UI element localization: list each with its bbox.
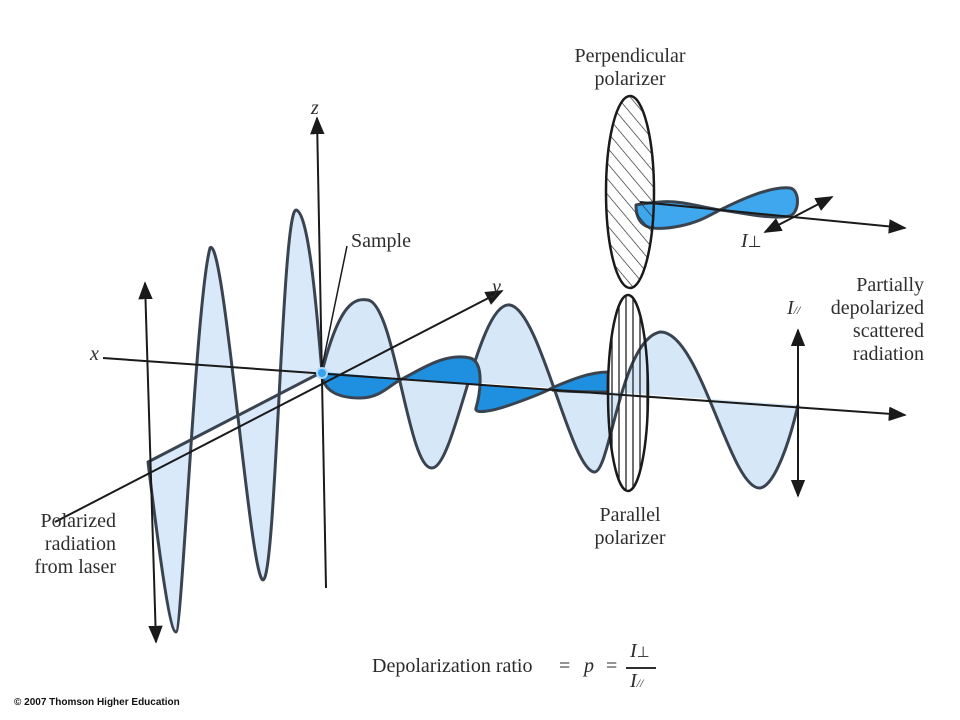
- scattered-line4: radiation: [852, 343, 924, 365]
- formula-p: p: [584, 655, 594, 677]
- perpendicular-polarizer: [604, 94, 656, 290]
- copyright-notice: © 2007 Thomson Higher Education: [14, 697, 180, 708]
- parallel-polarizer: [606, 293, 650, 493]
- parallel-polarizer-label: Parallel polarizer: [560, 504, 700, 550]
- perpendicular-wave: [634, 186, 799, 230]
- formula-den-sub: //: [636, 676, 644, 690]
- scattered-line1: Partially: [856, 274, 924, 296]
- laser-line1: Polarized: [40, 510, 116, 532]
- z-axis-label: z: [311, 97, 319, 119]
- formula-text: Depolarization ratio: [372, 655, 533, 677]
- formula-numerator: I⊥: [630, 640, 650, 663]
- i-perp-arrow: [763, 196, 834, 233]
- scattered-horizontal-wave: [320, 355, 610, 414]
- depolarization-formula: Depolarization ratio = p = I⊥ I//: [372, 640, 672, 696]
- formula-num-sub: ⊥: [636, 645, 650, 661]
- z-axis: [310, 116, 327, 589]
- y-axis: [54, 290, 504, 523]
- formula-fraction-bar: [626, 667, 656, 669]
- perpendicular-polarizer-label: Perpendicular polarizer: [540, 45, 720, 91]
- scattered-radiation-label: Partially depolarized scattered radiatio…: [800, 274, 924, 366]
- sample-dot: [316, 367, 328, 379]
- parallel-polarizer-line1: Parallel: [599, 504, 661, 526]
- laser-line3: from laser: [34, 556, 116, 578]
- laser-polarization-arrow: [138, 281, 163, 644]
- i-par-label: I//: [787, 297, 800, 322]
- formula-den-i: I: [630, 670, 637, 692]
- formula-eq2: =: [606, 655, 618, 677]
- parallel-polarizer-line2: polarizer: [594, 527, 666, 549]
- scattered-vertical-wave: [320, 298, 800, 490]
- y-axis-label: y: [492, 276, 501, 298]
- i-perp-symbol: I: [741, 230, 748, 252]
- i-perp-subscript: ⊥: [747, 234, 762, 251]
- i-perp-label: I⊥: [741, 230, 762, 254]
- x-axis: [102, 357, 907, 422]
- formula-eq1: =: [559, 655, 571, 677]
- perpendicular-polarizer-line1: Perpendicular: [574, 45, 686, 67]
- laser-radiation-label: Polarized radiation from laser: [10, 510, 116, 579]
- formula-denominator: I//: [630, 670, 643, 693]
- perpendicular-polarizer-line2: polarizer: [594, 68, 666, 90]
- laser-wave: [146, 208, 324, 634]
- sample-pointer: [320, 245, 348, 373]
- formula-num-i: I: [630, 640, 637, 662]
- scattered-line3: scattered: [852, 320, 924, 342]
- i-par-symbol: I: [787, 297, 794, 319]
- x-axis-label: x: [90, 343, 99, 365]
- laser-line2: radiation: [44, 533, 116, 555]
- sample-label: Sample: [351, 230, 411, 252]
- scattered-line2: depolarized: [830, 297, 924, 319]
- i-par-subscript: //: [793, 303, 801, 317]
